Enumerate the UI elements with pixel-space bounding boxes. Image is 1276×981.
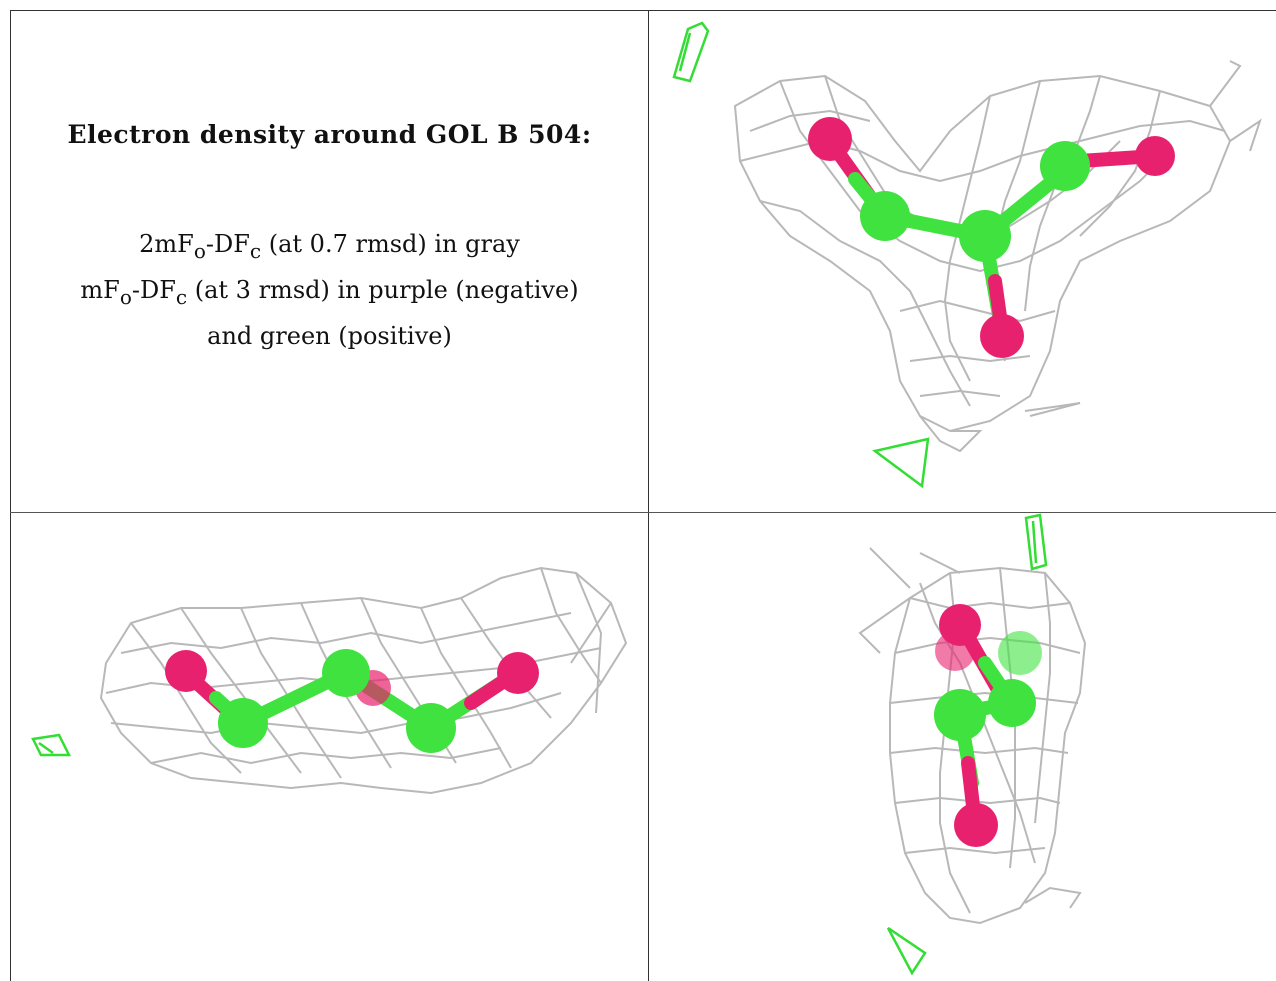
carbon-atom [1040, 141, 1090, 191]
carbon-atom [860, 191, 910, 241]
density-view-bottom-left [31, 566, 628, 795]
legend-title: Electron density around GOL B 504: [67, 120, 592, 149]
panel-divider-vertical [648, 10, 649, 981]
oxygen-atom [954, 803, 998, 847]
carbon-atom [988, 679, 1036, 727]
legend-line-green: and green (positive) [207, 321, 452, 350]
carbon-atom [934, 689, 986, 741]
gray-density-mesh [733, 60, 1262, 453]
glycerol-molecule [934, 604, 1042, 847]
panel-divider-horizontal [10, 512, 1276, 513]
oxygen-atom [1135, 136, 1175, 176]
figure-border-left [10, 10, 11, 981]
positive-density-blob-1 [1024, 513, 1048, 571]
carbon-atom [998, 631, 1042, 675]
oxygen-atom [939, 604, 981, 646]
positive-density-blob-2 [872, 437, 930, 489]
legend-line-fo: mFo-DFc (at 3 rmsd) in purple (negative) [80, 275, 579, 309]
glycerol-molecule [165, 649, 539, 753]
carbon-atom [322, 649, 370, 697]
oxygen-atom [808, 117, 852, 161]
carbon-atom [406, 703, 456, 753]
carbon-atom [959, 210, 1011, 262]
density-view-bottom-right [858, 513, 1087, 976]
figure-border-top [10, 10, 1276, 11]
carbon-atom [218, 698, 268, 748]
oxygen-atom [980, 314, 1024, 358]
density-view-top-right [672, 21, 1262, 489]
glycerol-molecule [808, 117, 1175, 358]
legend-line-2fo: 2mFo-DFc (at 0.7 rmsd) in gray [139, 230, 520, 263]
oxygen-atom [497, 652, 539, 694]
positive-density-blob-1 [31, 733, 72, 757]
positive-density-blob-1 [672, 21, 710, 83]
oxygen-atom [165, 650, 207, 692]
positive-density-blob-2 [886, 926, 927, 976]
legend-panel: Electron density around GOL B 504: 2mFo-… [11, 120, 648, 356]
